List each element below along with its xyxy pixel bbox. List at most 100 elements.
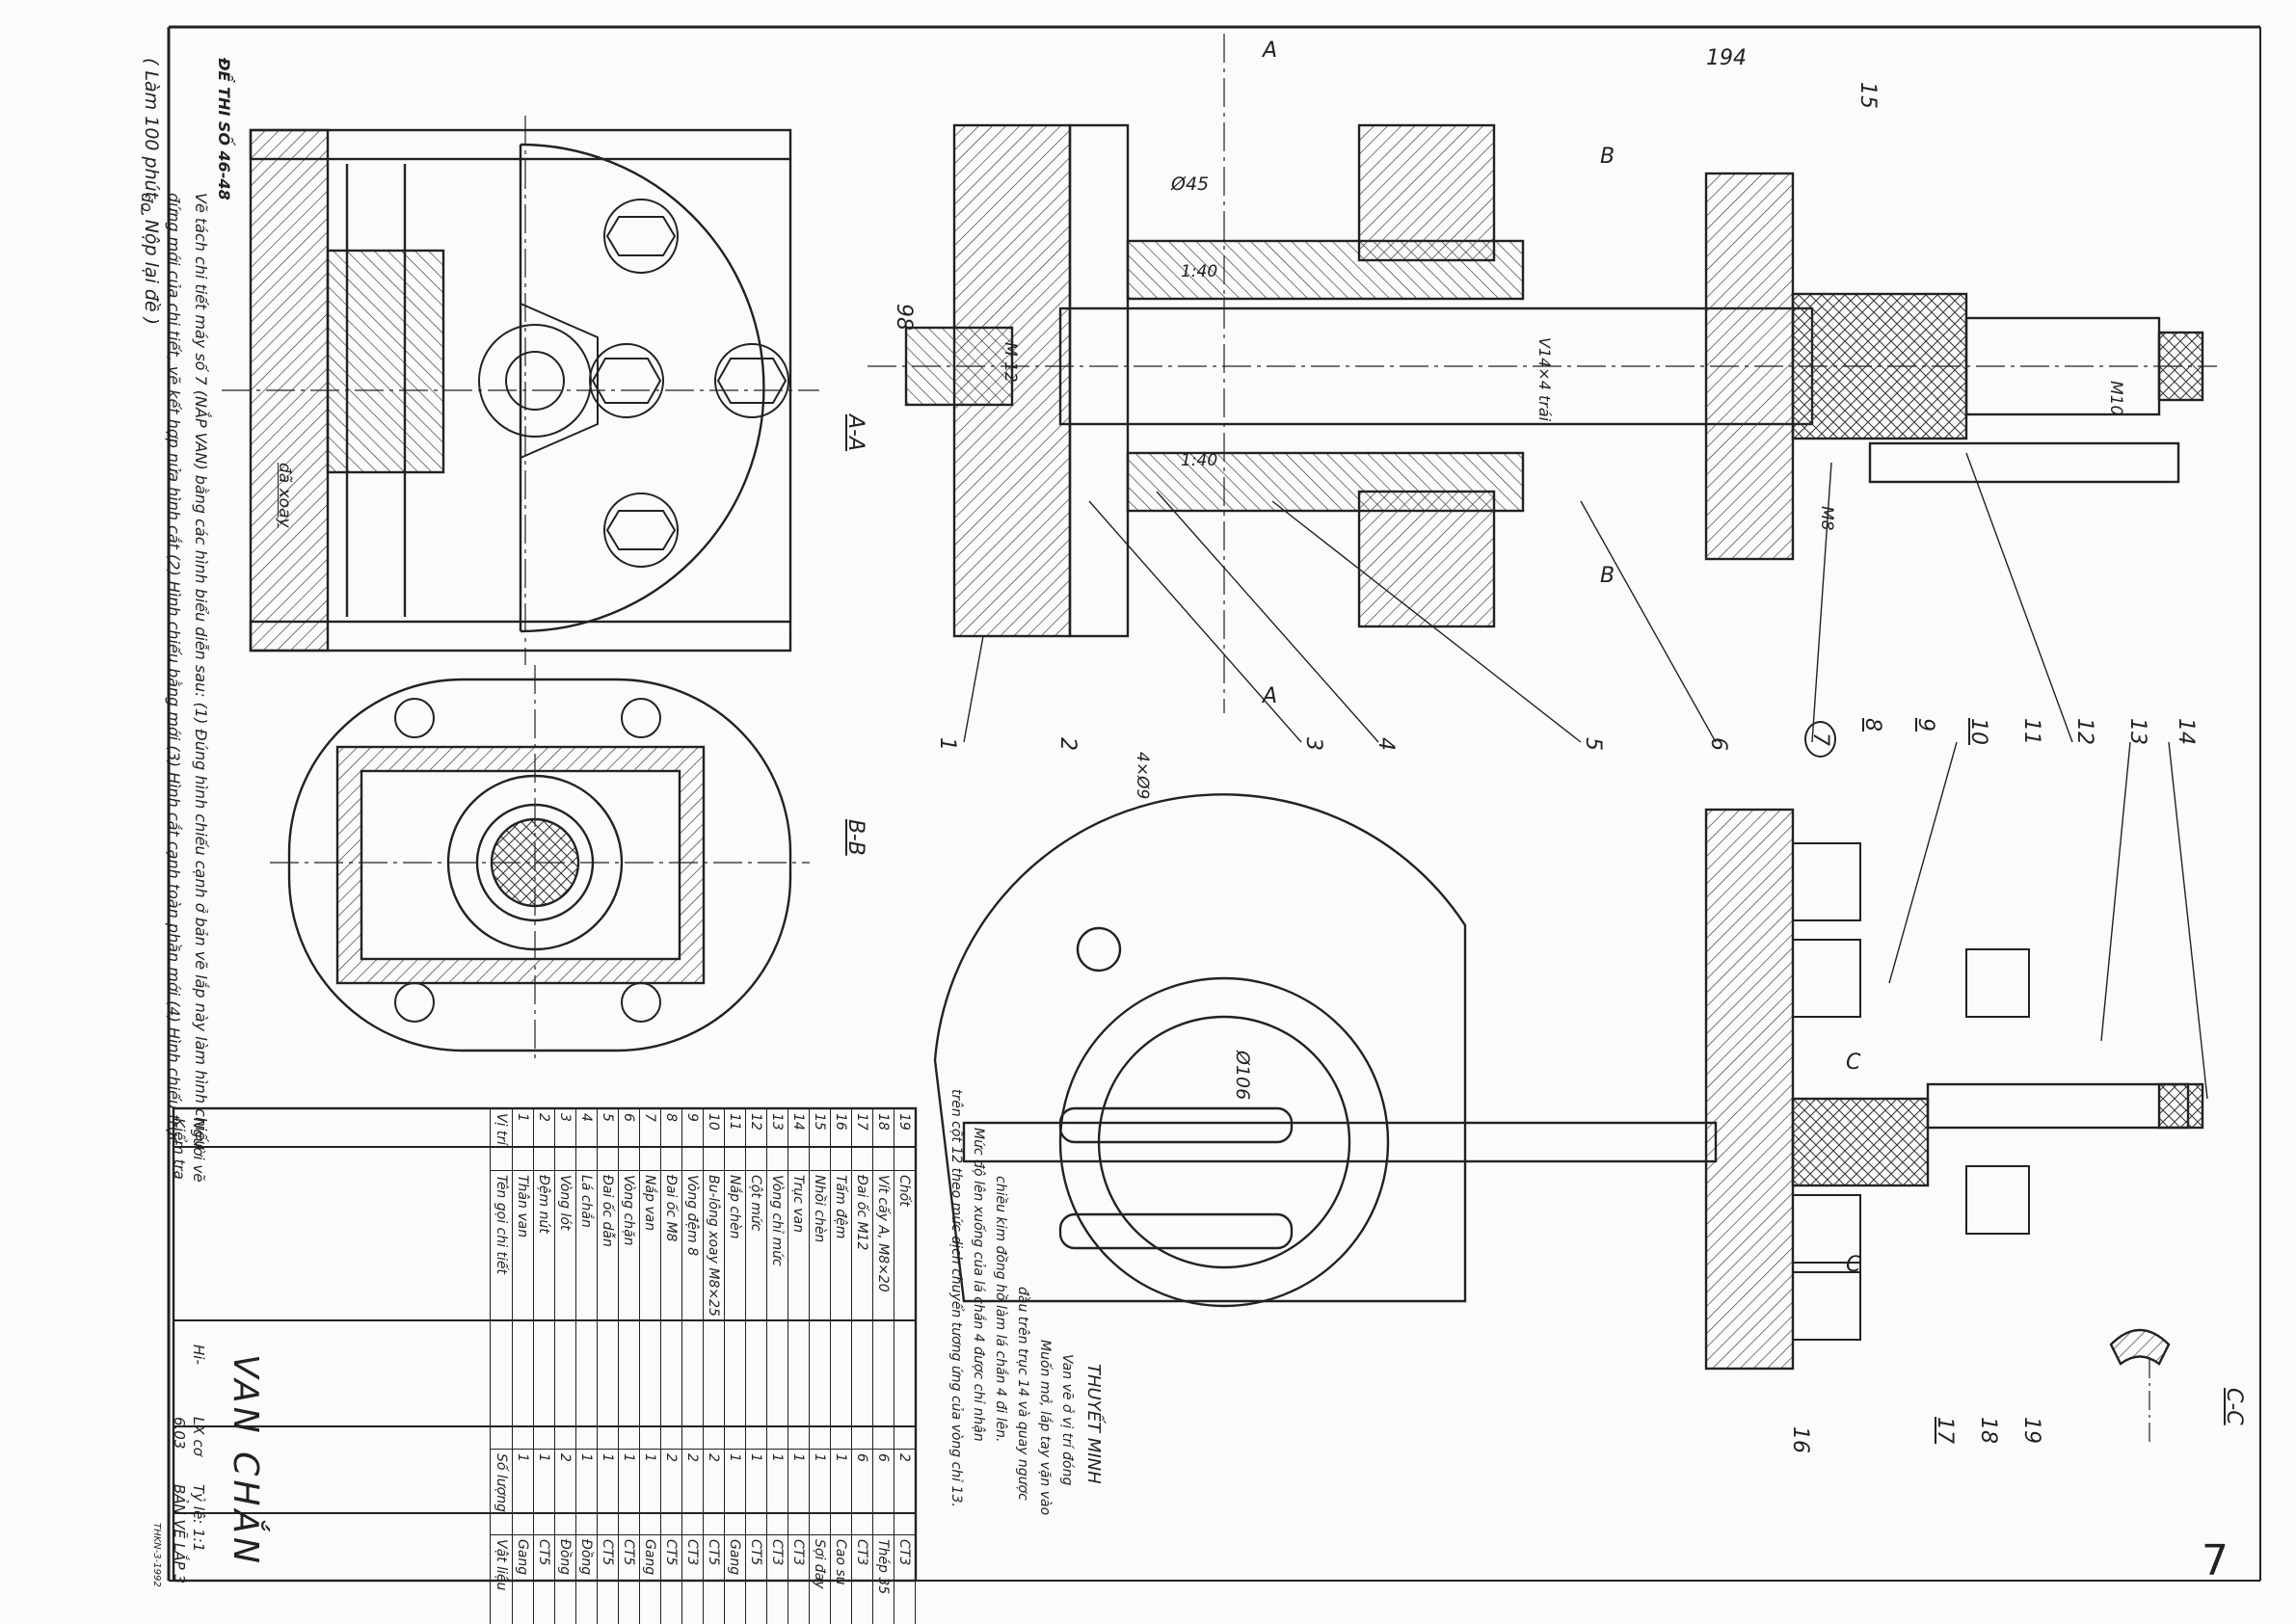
parts-table-cell: CT5 [533, 1534, 555, 1624]
parts-table-cell: 2 [533, 1108, 555, 1171]
parts-table-cell: Gang [512, 1534, 534, 1624]
parts-table-cell: 2 [894, 1449, 916, 1535]
parts-table-cell: 4 [575, 1108, 598, 1171]
parts-table-cell: 1 [639, 1449, 661, 1535]
balloon-11: 11 [2019, 718, 2043, 745]
balloon-7: 7 [1804, 721, 1836, 758]
explanation-line: trên cột 12 theo mức dịch chuyển tương ứ… [948, 1089, 964, 1507]
parts-table-cell: 1 [533, 1449, 555, 1535]
dim-d45: Ø45 [1171, 173, 1210, 195]
balloon-10: 10 [1966, 718, 1990, 745]
parts-table-cell: 10 [703, 1108, 725, 1171]
parts-table-cell: 14 [788, 1108, 810, 1171]
parts-list-grid [172, 1106, 918, 1583]
parts-table-cell: Vít cấy A, M8×20 [872, 1170, 894, 1450]
parts-table-cell: CT5 [597, 1534, 619, 1624]
title-block-title: VAN CHẮN [226, 1354, 265, 1567]
parts-table-cell: Tấm đệm [830, 1170, 852, 1450]
title-block-source: THKN-3-1992 [151, 1523, 162, 1587]
parts-table-cell: Đai ốc M8 [660, 1170, 682, 1450]
parts-table-cell: Nhồi chèn [809, 1170, 831, 1450]
label-section-a-a: A-A [843, 414, 868, 452]
cut-b-bottom: B [1600, 564, 1615, 588]
dim-m8: M8 [1817, 506, 1836, 531]
parts-table-cell: 1 [575, 1449, 598, 1535]
title-block-date: 6.03 [171, 1417, 188, 1450]
parts-table-cell: 6 [618, 1108, 640, 1171]
cut-a-top: A [1263, 39, 1278, 63]
parts-table-cell: CT5 [618, 1534, 640, 1624]
dim-thread: V14×4 trái [1535, 337, 1554, 422]
parts-table-cell: Đai ốc dẫn [597, 1170, 619, 1450]
balloon-13: 13 [2125, 718, 2149, 745]
explanation-line: Van vẽ ở vị trí đóng [1059, 1354, 1075, 1486]
parts-table-cell: 7 [639, 1108, 661, 1171]
parts-table-cell: Gang [639, 1534, 661, 1624]
parts-table-cell: 18 [872, 1108, 894, 1171]
parts-table-cell: 8 [660, 1108, 682, 1171]
parts-table-cell: Lá chắn [575, 1170, 598, 1450]
balloon-3: 3 [1301, 737, 1325, 751]
parts-table-header-cell: Vật liệu [490, 1534, 513, 1624]
title-block-class: LX cơ [190, 1417, 207, 1456]
parts-table-cell: Vòng chặn [618, 1170, 640, 1450]
parts-table-cell: Thân van [512, 1170, 534, 1450]
page-number: 7 [2202, 1536, 2229, 1585]
leader-lines [963, 452, 2208, 1100]
parts-table-cell: 1 [597, 1449, 619, 1535]
parts-table-cell: 1 [766, 1449, 788, 1535]
parts-table-cell: 1 [618, 1449, 640, 1535]
parts-table-cell: CT3 [788, 1534, 810, 1624]
parts-table-cell: CT5 [745, 1534, 767, 1624]
parts-table-cell: 1 [512, 1449, 534, 1535]
title-block-drawn-by: Người vẽ [190, 1118, 207, 1183]
balloon-5: 5 [1581, 737, 1605, 751]
parts-table-cell: Đồng [575, 1534, 598, 1624]
dim-d106: Ø106 [1232, 1051, 1253, 1101]
balloon-6: 6 [1706, 737, 1730, 751]
title-block-sheet: BẢN VẼ LẮP 3 [171, 1484, 188, 1584]
dim-taper-top: 1:40 [1181, 262, 1218, 281]
parts-table-cell: Vòng lót [554, 1170, 576, 1450]
title-block-checked-by: Kiểm tra [171, 1118, 188, 1180]
balloon-8: 8 [1860, 718, 1884, 732]
parts-table-cell: 1 [788, 1449, 810, 1535]
title-block-scale: Tỷ lệ: 1:1 [190, 1484, 207, 1553]
parts-table-cell: Thép 35 [872, 1534, 894, 1624]
parts-table-cell: 19 [894, 1108, 916, 1171]
balloon-19: 19 [2019, 1417, 2043, 1444]
title-block-signature: Hi- [190, 1344, 207, 1365]
balloon-17: 17 [1933, 1417, 1957, 1444]
cut-c-1: C [1846, 1051, 1861, 1075]
balloon-14: 14 [2174, 718, 2198, 745]
dim-194: 194 [1706, 46, 1747, 70]
parts-table-cell: 2 [660, 1449, 682, 1535]
main-section-view [868, 34, 2217, 713]
parts-table-cell: Vòng đệm 8 [681, 1170, 704, 1450]
parts-table-cell: 2 [703, 1449, 725, 1535]
exam-time: ( Làm 100 phút _ Nộp lại đề ) [141, 58, 162, 326]
parts-table-cell: Đai ốc M12 [851, 1170, 873, 1450]
parts-table-header-cell: Vị trí [490, 1108, 513, 1171]
parts-table-cell: Đệm nút [533, 1170, 555, 1450]
parts-table-cell: 17 [851, 1108, 873, 1171]
parts-table-cell: 16 [830, 1108, 852, 1171]
parts-table-cell: Vòng chỉ mức [766, 1170, 788, 1450]
parts-table-cell: 3 [554, 1108, 576, 1171]
explanation-line: chiều kim đồng hồ làm lá chắn 4 đi lên. [993, 1176, 1008, 1443]
parts-table-cell: 1 [830, 1449, 852, 1535]
parts-table-header-cell: Số lượng [490, 1449, 513, 1535]
parts-table-cell: CT5 [660, 1534, 682, 1624]
parts-table-cell: 15 [809, 1108, 831, 1171]
